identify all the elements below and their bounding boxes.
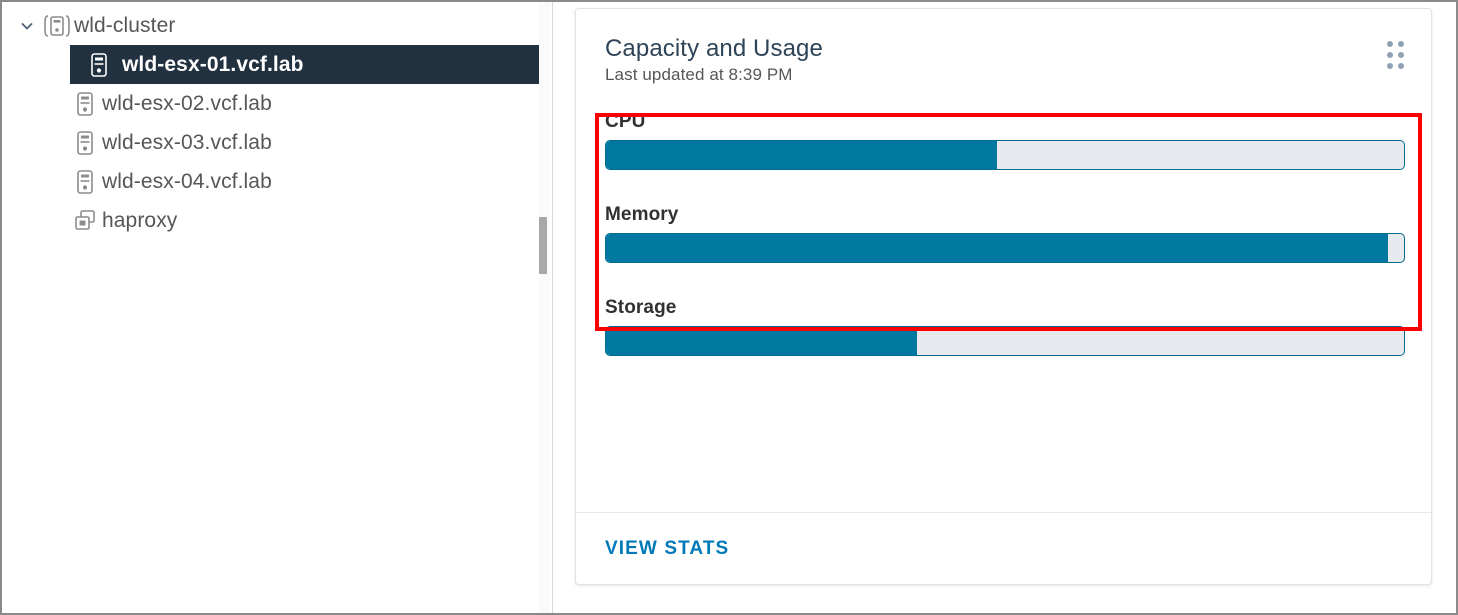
tree-item-wld-esx-04-vcf-lab[interactable]: wld-esx-04.vcf.lab (2, 162, 552, 201)
vm-stack-icon (68, 208, 102, 234)
host-icon (68, 169, 102, 195)
host-icon (68, 91, 102, 117)
meter-fill-memory (606, 234, 1389, 262)
meter-label-memory: Memory (605, 204, 679, 225)
vertical-scrollbar-thumb[interactable] (539, 217, 547, 274)
tree-item-label: wld-esx-01.vcf.lab (122, 52, 304, 76)
tree-item-label: wld-esx-02.vcf.lab (102, 91, 272, 115)
meter-track-cpu (605, 140, 1405, 170)
meter-track-memory (605, 233, 1405, 263)
tree-item-wld-cluster[interactable]: wld-cluster (2, 6, 552, 45)
meter-cpu: CPU (605, 111, 1405, 170)
capacity-and-usage-card: Capacity and Usage Last updated at 8:39 … (575, 8, 1432, 585)
host-icon (82, 52, 116, 78)
drag-handle-dot (1387, 52, 1393, 58)
meter-memory: Memory (605, 204, 1405, 263)
card-subtitle-last-updated: Last updated at 8:39 PM (605, 65, 793, 84)
drag-handle-icon[interactable] (1387, 41, 1406, 71)
host-icon (68, 130, 102, 156)
tree-item-wld-esx-02-vcf-lab[interactable]: wld-esx-02.vcf.lab (2, 84, 552, 123)
chevron-down-icon[interactable] (14, 18, 40, 34)
drag-handle-dot (1398, 41, 1404, 47)
drag-handle-dot (1398, 52, 1404, 58)
view-stats-link[interactable]: VIEW STATS (605, 537, 730, 559)
tree-item-wld-esx-03-vcf-lab[interactable]: wld-esx-03.vcf.lab (2, 123, 552, 162)
drag-handle-dot (1387, 63, 1393, 69)
meter-fill-storage (606, 327, 918, 355)
meter-label-storage: Storage (605, 297, 677, 318)
card-footer: VIEW STATS (576, 512, 1431, 584)
inventory-tree: wld-cluster wld-esx-01.vcf.lab wld-esx-02.… (2, 2, 552, 240)
tree-item-label: haproxy (102, 208, 178, 232)
card-title: Capacity and Usage (605, 35, 823, 62)
tree-item-label: wld-esx-03.vcf.lab (102, 130, 272, 154)
navigator-pane: wld-cluster wld-esx-01.vcf.lab wld-esx-02.… (2, 2, 553, 613)
card-body: Capacity and Usage Last updated at 8:39 … (576, 9, 1431, 512)
meter-label-cpu: CPU (605, 111, 646, 132)
drag-handle-dot (1398, 63, 1404, 69)
meter-storage: Storage (605, 297, 1405, 356)
card-header: Capacity and Usage Last updated at 8:39 … (605, 35, 1404, 85)
tree-item-haproxy[interactable]: haproxy (2, 201, 552, 240)
tree-item-label: wld-esx-04.vcf.lab (102, 169, 272, 193)
drag-handle-dot (1387, 41, 1393, 47)
tree-item-wld-esx-01-vcf-lab[interactable]: wld-esx-01.vcf.lab (70, 45, 549, 84)
meter-fill-cpu (606, 141, 998, 169)
vertical-scrollbar-track[interactable] (539, 2, 550, 613)
meter-track-storage (605, 326, 1405, 356)
tree-item-label: wld-cluster (74, 13, 176, 37)
cluster-icon (40, 13, 74, 39)
